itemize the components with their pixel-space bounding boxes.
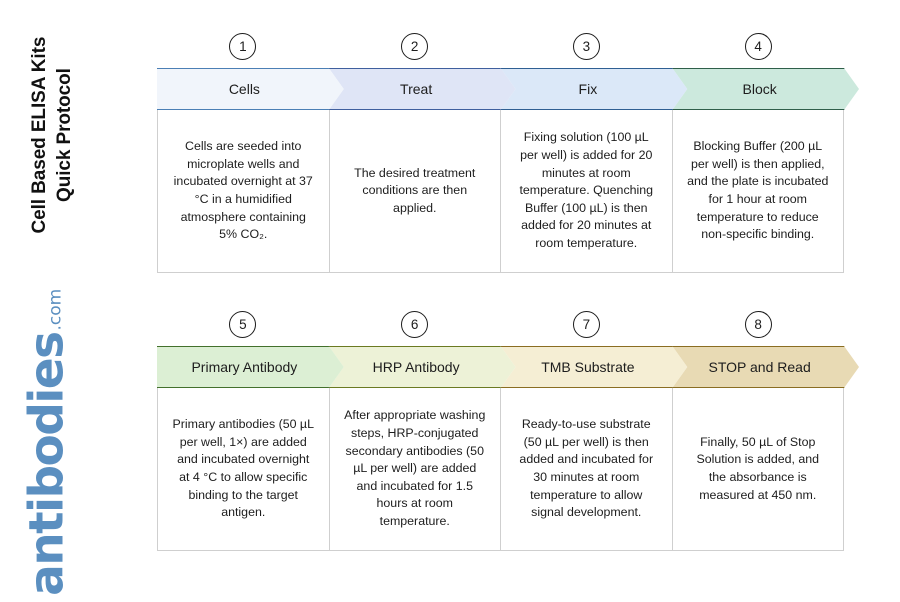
page-title: Cell Based ELISA Kits Quick Protocol bbox=[28, 36, 75, 234]
step-description-cell: Fixing solution (100 µL per well) is add… bbox=[501, 110, 673, 272]
step-description-cell: Cells are seeded into microplate wells a… bbox=[158, 110, 330, 272]
step-chevron-treat[interactable]: Treat bbox=[329, 68, 516, 110]
step-description-text: Fixing solution (100 µL per well) is add… bbox=[519, 130, 654, 251]
step-chevron-tmb-substrate[interactable]: TMB Substrate bbox=[501, 346, 688, 388]
step-description-cell: After appropriate washing steps, HRP-con… bbox=[330, 388, 501, 550]
flow-row-2: 5 6 7 8 Primary Antibody HRP Antibody TM… bbox=[157, 311, 844, 551]
step-chevron-stop-and-read[interactable]: STOP and Read bbox=[672, 346, 859, 388]
step-description-text: After appropriate washing steps, HRP-con… bbox=[344, 408, 486, 529]
step-chevron-block[interactable]: Block bbox=[672, 68, 859, 110]
step-chevron-label: Block bbox=[742, 81, 777, 97]
brand-name: antibodies bbox=[19, 332, 75, 596]
brand-logo: antibodies .com bbox=[19, 282, 75, 602]
step-description-cell: Ready-to-use substrate (50 µL per well) … bbox=[501, 388, 673, 550]
step-description-text: Blocking Buffer (200 µL per well) is the… bbox=[687, 139, 829, 242]
step-description-cell: Primary antibodies (50 µL per well, 1×) … bbox=[158, 388, 330, 550]
step-description-text: Cells are seeded into microplate wells a… bbox=[173, 139, 313, 242]
step-number-badge: 2 bbox=[401, 33, 429, 60]
description-strip-2: Primary antibodies (50 µL per well, 1×) … bbox=[157, 388, 844, 551]
step-chevron-label: Fix bbox=[578, 81, 598, 97]
step-description-text: Finally, 50 µL of Stop Solution is added… bbox=[696, 434, 820, 502]
step-number-badge: 7 bbox=[572, 311, 600, 338]
step-chevron-cells[interactable]: Cells bbox=[157, 68, 344, 110]
step-chevron-primary-antibody[interactable]: Primary Antibody bbox=[157, 346, 344, 388]
step-description-cell: The desired treatment conditions are the… bbox=[330, 110, 501, 272]
left-rail: Cell Based ELISA Kits Quick Protocol ant… bbox=[0, 0, 155, 596]
step-number-strip-2: 5 6 7 8 bbox=[157, 311, 844, 346]
step-chevron-label: Treat bbox=[400, 81, 433, 97]
step-number-badge: 6 bbox=[401, 311, 429, 338]
step-chevron-hrp-antibody[interactable]: HRP Antibody bbox=[329, 346, 516, 388]
step-number-badge: 3 bbox=[572, 33, 600, 60]
step-number-badge: 1 bbox=[229, 33, 257, 60]
step-description-text: Ready-to-use substrate (50 µL per well) … bbox=[519, 417, 654, 520]
step-description-text: Primary antibodies (50 µL per well, 1×) … bbox=[172, 417, 314, 520]
step-chevron-fix[interactable]: Fix bbox=[501, 68, 688, 110]
step-chevron-label: Cells bbox=[228, 81, 260, 97]
step-number-badge: 4 bbox=[744, 33, 772, 60]
step-description-cell: Finally, 50 µL of Stop Solution is added… bbox=[673, 388, 844, 550]
brand-tld: .com bbox=[45, 288, 66, 331]
step-description-text: The desired treatment conditions are the… bbox=[354, 165, 476, 215]
chevron-strip-1: Cells Treat Fix Block bbox=[157, 68, 844, 110]
description-strip-1: Cells are seeded into microplate wells a… bbox=[157, 110, 844, 273]
step-description-cell: Blocking Buffer (200 µL per well) is the… bbox=[673, 110, 844, 272]
step-chevron-label: TMB Substrate bbox=[541, 359, 635, 375]
step-number-badge: 5 bbox=[229, 311, 257, 338]
step-number-strip-1: 1 2 3 4 bbox=[157, 33, 844, 68]
flow-row-1: 1 2 3 4 Cells Treat Fix Block Cells are … bbox=[157, 33, 844, 273]
step-chevron-label: HRP Antibody bbox=[372, 359, 460, 375]
step-chevron-label: STOP and Read bbox=[708, 359, 811, 375]
step-number-badge: 8 bbox=[744, 311, 772, 338]
step-chevron-label: Primary Antibody bbox=[191, 359, 298, 375]
chevron-strip-2: Primary Antibody HRP Antibody TMB Substr… bbox=[157, 346, 844, 388]
